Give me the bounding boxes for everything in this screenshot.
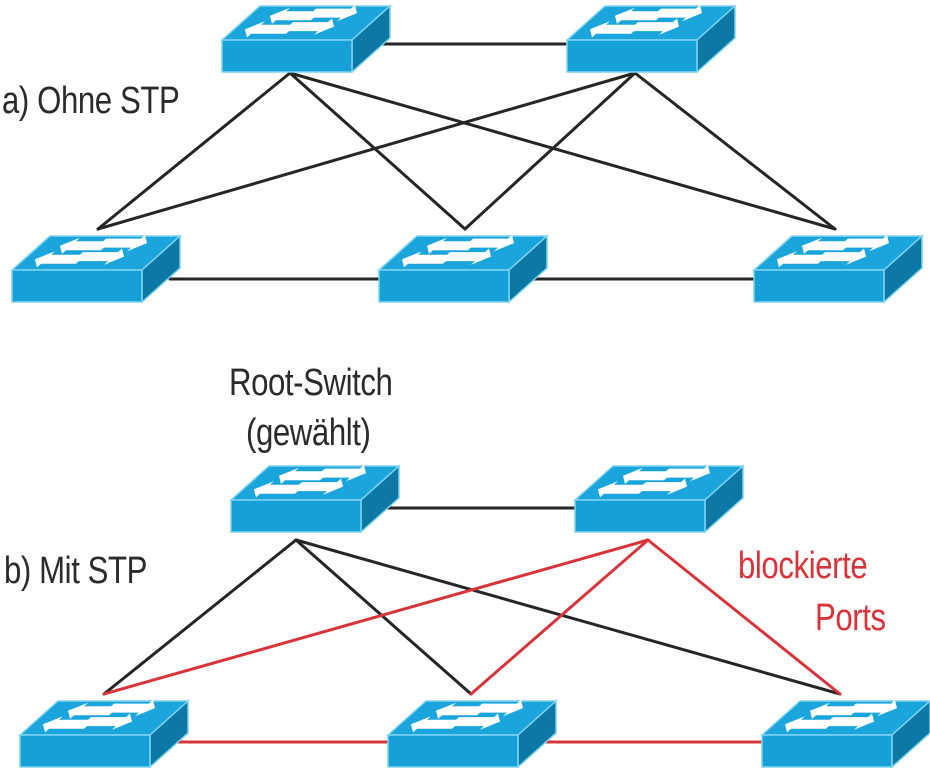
arrow-right-icon xyxy=(448,713,500,730)
blocked-link-top-right-to-bottom-left xyxy=(102,538,650,696)
switch-ohne-stp-top-right xyxy=(565,4,737,74)
title-mit-stp: b) Mit STP xyxy=(4,550,148,592)
arrow-right-icon xyxy=(72,248,124,265)
switch-mit-stp-bottom-middle xyxy=(386,699,558,768)
root-switch-sublabel: (gewählt) xyxy=(246,412,371,454)
switch-arrows-icon xyxy=(253,464,366,498)
arrow-left-icon xyxy=(784,716,836,733)
switch-front-face xyxy=(230,499,362,533)
link-top-left-to-bottom-middle xyxy=(288,71,467,231)
link-top-left-to-bottom-left xyxy=(96,71,292,231)
arrow-left-icon xyxy=(244,21,296,38)
arrow-left-icon xyxy=(59,237,111,254)
blocked-ports-sublabel: Ports xyxy=(815,597,886,639)
arrow-left-icon xyxy=(589,21,641,38)
arrow-left-icon xyxy=(34,251,86,268)
arrow-left-icon xyxy=(253,481,305,498)
link-top-right-to-bottom-middle xyxy=(463,71,637,231)
arrow-right-icon xyxy=(291,478,343,495)
arrow-left-icon xyxy=(278,467,330,484)
link-top-left-to-bottom-right xyxy=(288,71,837,231)
links-layer xyxy=(96,42,842,744)
arrow-right-icon xyxy=(627,18,679,35)
switch-arrows-icon xyxy=(244,4,357,38)
arrow-left-icon xyxy=(809,702,861,719)
switch-front-face xyxy=(761,734,893,768)
arrow-right-icon xyxy=(103,699,155,717)
switch-arrows-icon xyxy=(410,699,523,733)
arrow-right-icon xyxy=(439,248,491,265)
root-switch-label: Root-Switch xyxy=(229,362,393,404)
diagram-ohne-stp xyxy=(96,42,837,281)
link-top-right-to-bottom-left xyxy=(96,71,637,231)
arrow-left-icon xyxy=(401,251,453,268)
blocked-ports-label: blockierte xyxy=(738,545,868,587)
switch-ohne-stp-bottom-middle xyxy=(377,234,549,304)
arrow-right-icon xyxy=(80,713,132,730)
switch-arrows-icon xyxy=(34,234,147,268)
link-top-left-to-bottom-right xyxy=(294,538,842,696)
switch-front-face xyxy=(566,39,698,73)
switch-arrows-icon xyxy=(589,4,702,38)
switch-arrows-icon xyxy=(776,234,889,268)
arrow-right-icon xyxy=(462,234,514,252)
switch-arrows-icon xyxy=(401,234,514,268)
arrow-right-icon xyxy=(814,248,866,265)
link-top-right-to-bottom-right xyxy=(633,71,837,231)
arrow-right-icon xyxy=(845,699,897,717)
switch-front-face xyxy=(574,499,706,533)
arrow-left-icon xyxy=(435,702,487,719)
arrow-left-icon xyxy=(622,467,674,484)
arrow-left-icon xyxy=(801,237,853,254)
link-top-left-to-bottom-left xyxy=(102,538,298,696)
switch-front-face xyxy=(387,734,519,768)
arrow-left-icon xyxy=(42,716,94,733)
arrow-right-icon xyxy=(95,234,147,252)
link-top-left-to-bottom-middle xyxy=(294,538,473,696)
switch-ohne-stp-top-left xyxy=(220,4,392,74)
arrow-left-icon xyxy=(597,481,649,498)
diagram-mit-stp xyxy=(102,506,842,744)
switch-ohne-stp-bottom-right xyxy=(752,234,924,304)
arrow-left-icon xyxy=(67,702,119,719)
arrow-right-icon xyxy=(282,18,334,35)
arrow-right-icon xyxy=(822,713,874,730)
arrow-right-icon xyxy=(314,464,366,482)
arrow-right-icon xyxy=(305,4,357,22)
switch-arrows-icon xyxy=(784,699,897,733)
arrow-right-icon xyxy=(658,464,710,482)
arrow-left-icon xyxy=(269,7,321,24)
switch-front-face xyxy=(753,269,885,303)
arrow-right-icon xyxy=(650,4,702,22)
switch-mit-stp-top-left-root xyxy=(229,464,401,534)
switch-arrows-icon xyxy=(42,699,155,733)
arrow-right-icon xyxy=(837,234,889,252)
arrow-left-icon xyxy=(410,716,462,733)
switch-front-face xyxy=(11,269,143,303)
blocked-link-top-right-to-bottom-middle xyxy=(469,538,650,696)
switch-front-face xyxy=(19,734,151,768)
title-ohne-stp: a) Ohne STP xyxy=(2,80,180,122)
switch-mit-stp-top-right xyxy=(573,464,745,534)
arrow-left-icon xyxy=(776,251,828,268)
blocked-link-top-right-to-bottom-right xyxy=(646,538,842,696)
arrow-left-icon xyxy=(426,237,478,254)
switch-front-face xyxy=(378,269,510,303)
switch-front-face xyxy=(221,39,353,73)
arrow-right-icon xyxy=(635,478,687,495)
switches-layer xyxy=(10,4,930,768)
arrow-left-icon xyxy=(614,7,666,24)
switch-arrows-icon xyxy=(597,464,710,498)
arrow-right-icon xyxy=(471,699,523,717)
switch-ohne-stp-bottom-left xyxy=(10,234,182,304)
switch-mit-stp-bottom-left xyxy=(18,699,190,768)
switch-mit-stp-bottom-right xyxy=(760,699,930,768)
